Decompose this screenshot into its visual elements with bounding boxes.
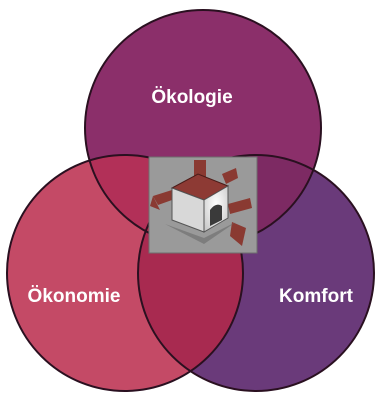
label-oekologie: Ökologie (151, 87, 232, 108)
house-shape (165, 173, 236, 244)
label-komfort: Komfort (279, 286, 354, 307)
label-oekonomie: Ökonomie (28, 286, 121, 307)
arrow-group (150, 160, 252, 246)
house-with-arrows-icon (148, 156, 258, 254)
circle-outlines (6, 9, 375, 392)
